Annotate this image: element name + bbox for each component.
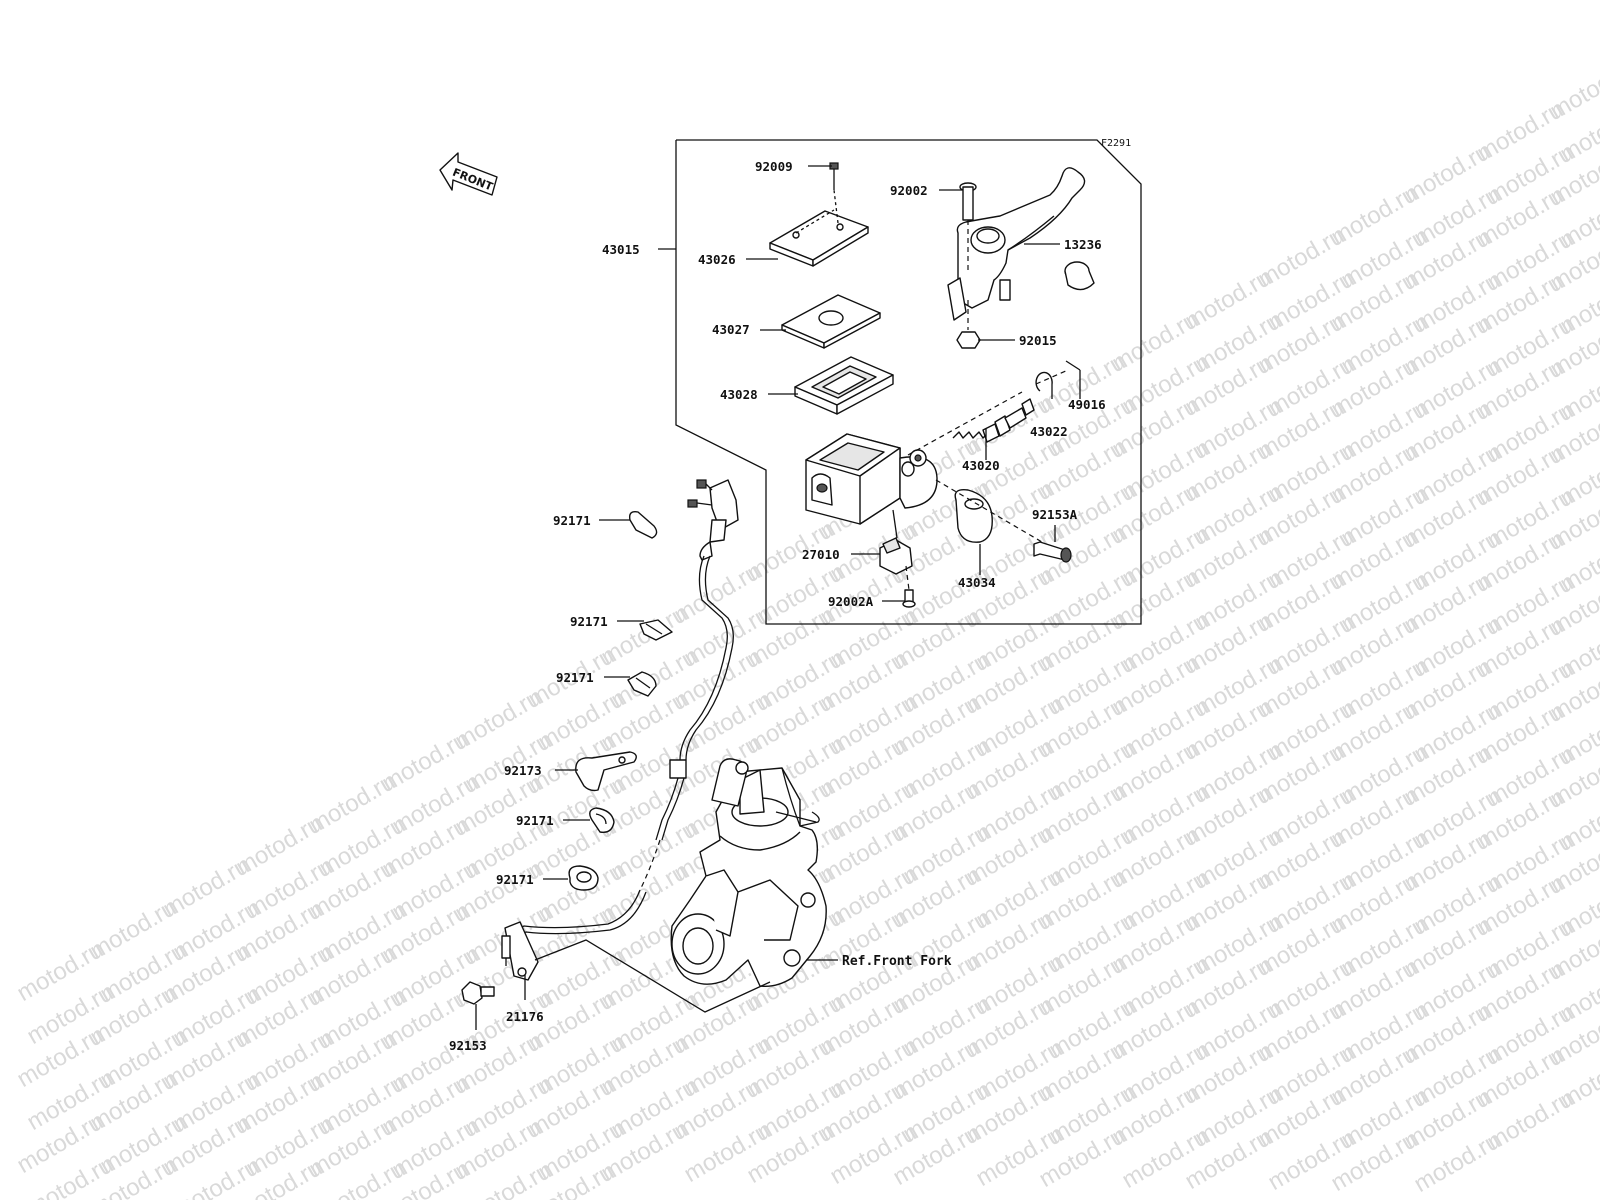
part-label-13236: 13236 bbox=[1064, 237, 1102, 252]
reference-outline bbox=[534, 939, 771, 1013]
diaphragm-plate bbox=[781, 294, 881, 349]
diagram-code: F2291 bbox=[1101, 138, 1131, 149]
holder-bolt bbox=[1033, 541, 1072, 563]
sensor-cable-edge bbox=[685, 555, 734, 761]
part-label-92015: 92015 bbox=[1019, 333, 1057, 348]
brake-switch bbox=[879, 509, 913, 575]
pivot-bolt bbox=[959, 182, 977, 270]
sensor-connector bbox=[687, 479, 739, 561]
reservoir-cap bbox=[769, 210, 869, 267]
lever-nut bbox=[956, 300, 981, 349]
sensor-cable-bottom bbox=[514, 889, 641, 931]
part-label-43026: 43026 bbox=[698, 252, 736, 267]
leader-lines bbox=[475, 165, 1081, 1030]
switch-screw bbox=[902, 565, 916, 608]
cable-clamp-4 bbox=[575, 751, 637, 792]
part-label-43015: 43015 bbox=[602, 242, 640, 257]
handlebar-holder bbox=[935, 479, 1043, 543]
part-label-43022: 43022 bbox=[1030, 424, 1068, 439]
sensor-cable-bottom-edge bbox=[514, 891, 647, 937]
brake-lever bbox=[947, 167, 1086, 321]
part-label-92171-1: 92171 bbox=[553, 513, 591, 528]
part-label-27010: 27010 bbox=[802, 547, 840, 562]
diaphragm bbox=[794, 356, 894, 415]
sensor-cable-lower bbox=[655, 777, 679, 841]
part-label-92153A: 92153A bbox=[1032, 507, 1078, 522]
dust-boot bbox=[1064, 261, 1095, 291]
cable-clamp-6 bbox=[568, 865, 599, 891]
part-label-92171-4: 92171 bbox=[516, 813, 554, 828]
part-label-43020: 43020 bbox=[962, 458, 1000, 473]
part-label-43028: 43028 bbox=[720, 387, 758, 402]
part-label-92171-2: 92171 bbox=[570, 614, 608, 629]
piston-assembly bbox=[907, 391, 1035, 456]
sensor-cable-lower-edge bbox=[661, 777, 685, 841]
part-label-49016: 49016 bbox=[1068, 397, 1106, 412]
speed-sensor bbox=[501, 921, 539, 981]
part-label-92171-5: 92171 bbox=[496, 872, 534, 887]
part-label-92002A: 92002A bbox=[828, 594, 874, 609]
master-cylinder-body bbox=[805, 433, 938, 525]
sensor-bolt bbox=[461, 981, 495, 1005]
front-arrow-icon: FRONT bbox=[439, 152, 498, 196]
assembly-outline bbox=[675, 139, 1142, 625]
cable-clamp-2 bbox=[639, 619, 673, 641]
part-label-92171-3: 92171 bbox=[556, 670, 594, 685]
part-label-92009: 92009 bbox=[755, 159, 793, 174]
cable-grommet bbox=[669, 759, 687, 779]
reference-label: Ref.Front Fork bbox=[842, 954, 952, 969]
circlip bbox=[1035, 369, 1069, 392]
part-label-43034: 43034 bbox=[958, 575, 996, 590]
part-label-21176: 21176 bbox=[506, 1009, 544, 1024]
part-label-43027: 43027 bbox=[712, 322, 750, 337]
part-label-92173: 92173 bbox=[504, 763, 542, 778]
front-fork bbox=[670, 758, 827, 988]
part-label-92002: 92002 bbox=[890, 183, 928, 198]
cable-clamp-5 bbox=[589, 807, 615, 833]
part-label-92153: 92153 bbox=[449, 1038, 487, 1053]
cable-clamp-3 bbox=[627, 671, 657, 697]
cable-clamp-1 bbox=[628, 510, 658, 539]
cable-hidden bbox=[639, 839, 661, 891]
sensor-cable bbox=[679, 555, 728, 761]
